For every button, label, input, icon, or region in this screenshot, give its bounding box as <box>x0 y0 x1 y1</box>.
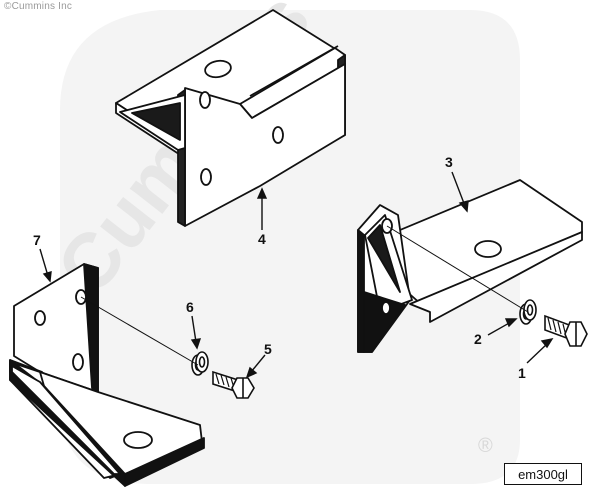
registered-mark: ® <box>478 435 493 457</box>
callout-1: 1 <box>518 365 526 381</box>
drawing-id-label: em300gl <box>504 463 582 485</box>
callout-6: 6 <box>186 299 194 315</box>
capscrew-part-1 <box>544 314 588 347</box>
assembly-lines <box>80 225 529 366</box>
copyright-notice: ©Cummins Inc <box>4 1 73 12</box>
washer-part-2 <box>519 299 537 325</box>
capscrew-part-5 <box>212 370 255 399</box>
leader-arrows <box>39 171 554 379</box>
callout-2: 2 <box>474 331 482 347</box>
callout-7: 7 <box>33 232 41 248</box>
callout-3: 3 <box>445 154 453 170</box>
callout-5: 5 <box>264 341 272 357</box>
bracket-part-7 <box>9 263 205 487</box>
callout-4: 4 <box>258 231 266 247</box>
bracket-part-4 <box>115 9 346 227</box>
bracket-part-3 <box>357 179 583 353</box>
